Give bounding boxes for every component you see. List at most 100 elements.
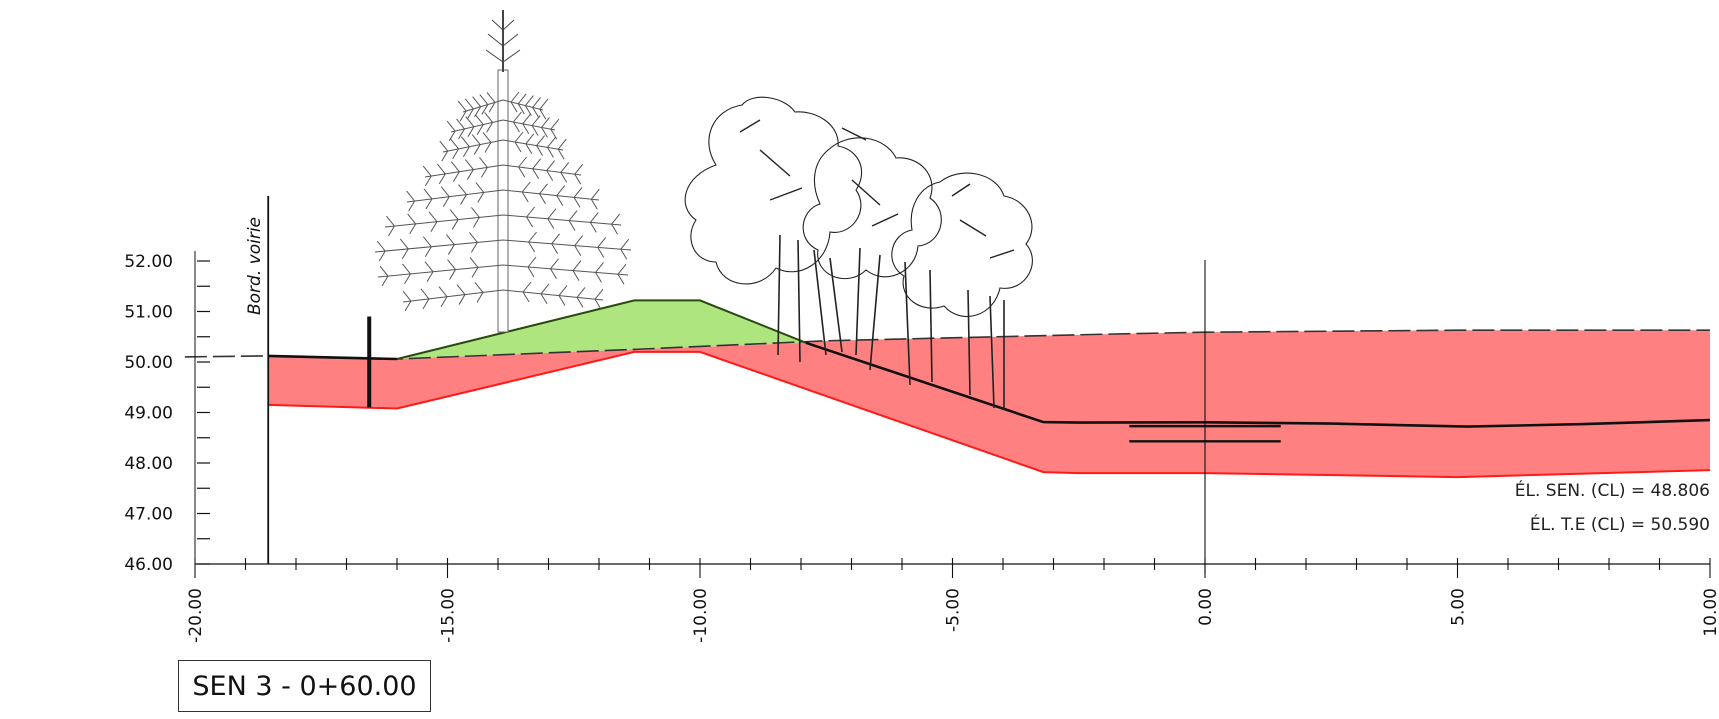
conifer-tree-icon (374, 10, 632, 333)
conifer-needle (568, 210, 578, 231)
conifer-needle (376, 240, 386, 262)
cut-bottom-line (268, 350, 1711, 479)
el-sen-note: ÉL. SEN. (CL) = 48.806 (1515, 479, 1710, 501)
conifer-needle (526, 206, 535, 228)
y-tick-label: 47.00 (124, 505, 173, 525)
conifer-needle (574, 163, 584, 185)
conifer-needle (474, 282, 484, 303)
conifer-needle (422, 236, 432, 257)
conifer-needle (465, 98, 474, 120)
conifer-needle (560, 162, 570, 183)
berm-area (397, 300, 806, 359)
conifer-needle (456, 284, 466, 305)
conifer-needle (445, 234, 455, 255)
conifer-needle (558, 285, 568, 306)
conifer-branch (424, 164, 582, 178)
conifer-needle (450, 161, 460, 182)
conifer-needle (611, 213, 620, 235)
conifer-needle (536, 135, 545, 156)
conifer-needle (438, 286, 448, 307)
conifer-needle (406, 190, 416, 212)
conifer-needle (464, 159, 474, 180)
conifer-needle (589, 212, 599, 233)
conifer-needle (424, 261, 434, 282)
conifer-needle (540, 283, 550, 305)
conifer-needle (386, 215, 395, 237)
conifer-needle (556, 185, 566, 206)
conifer-branch (384, 214, 622, 228)
x-tick-label: -10.00 (691, 588, 711, 643)
fills-layer (184, 299, 1711, 479)
conifer-needle (528, 231, 537, 253)
conifer-branch (406, 189, 600, 203)
y-tick-label: 46.00 (124, 555, 173, 575)
conifer-needle (617, 263, 627, 285)
conifer-needle (510, 91, 520, 113)
conifer-needle (532, 97, 541, 118)
conifer-needle (517, 93, 527, 115)
y-tick-label: 49.00 (124, 404, 173, 424)
conifer-needle (527, 256, 537, 278)
conifer-needle (550, 258, 559, 280)
x-tick-label: -5.00 (944, 588, 964, 632)
conifer-needle (449, 209, 459, 230)
conifer-needle (479, 157, 488, 178)
x-axis: -20.00 -15.00 -10.00 -5.00 0.00 5.00 10.00 (186, 558, 1719, 643)
y-tick-label: 48.00 (124, 454, 173, 474)
x-tick-label: 5.00 (1449, 588, 1469, 626)
x-tick-label: -20.00 (186, 588, 206, 643)
conifer-needle (539, 98, 549, 120)
x-tick-label: 0.00 (1196, 588, 1216, 626)
trail-profile-line (268, 341, 1711, 428)
conifer-needle (471, 134, 481, 155)
conifer-branch (442, 139, 564, 153)
conifer-needle (379, 265, 389, 287)
conifer-needle (402, 290, 412, 312)
conifer-needle (450, 138, 460, 160)
conifer-branch (374, 239, 632, 253)
conifer-needle (547, 208, 557, 230)
conifer-needle (482, 132, 492, 153)
conifer-needle (447, 259, 456, 280)
x-tick-label: 10.00 (1701, 588, 1719, 637)
conifer-needle (402, 263, 411, 285)
conifer-needle (546, 160, 556, 181)
conifer-needle (514, 131, 524, 153)
deciduous-trees-icon (684, 96, 1033, 410)
conifer-needle (551, 233, 561, 255)
conifer-needle (525, 133, 535, 155)
conifer-branch (377, 264, 629, 278)
conifer-needle (574, 235, 584, 256)
x-tick-label: -15.00 (439, 588, 459, 643)
conifer-needle (461, 136, 470, 157)
conifer-needle (590, 188, 600, 210)
conifer-needle (546, 137, 556, 158)
conifer-needle (541, 117, 550, 138)
conifer-needle (456, 118, 465, 140)
conifer-needle (471, 207, 480, 228)
conifer-needle (407, 213, 417, 235)
conifer-needle (440, 186, 450, 207)
conifer-needle (439, 140, 449, 162)
conifer-needle (539, 183, 548, 205)
conifer-needle (573, 187, 583, 208)
conifer-needle (465, 116, 475, 137)
conifer-needle (597, 237, 607, 258)
conifer-needle (522, 281, 532, 303)
y-tick-label: 50.00 (124, 353, 173, 373)
conifer-needle (436, 163, 446, 185)
section-title-box: SEN 3 - 0+60.00 (178, 660, 431, 712)
conifer-needle (521, 181, 531, 203)
conifer-needle (518, 156, 527, 178)
conifer-needle (595, 262, 604, 283)
conifer-needle (457, 100, 467, 122)
conifer-needle (422, 165, 432, 187)
conifer-needle (486, 92, 496, 113)
y-tick-label: 51.00 (124, 303, 173, 323)
conifer-branch (402, 289, 604, 303)
conifer-branch (462, 99, 544, 113)
conifer-needle (479, 94, 489, 115)
conifer-needle (428, 211, 438, 232)
